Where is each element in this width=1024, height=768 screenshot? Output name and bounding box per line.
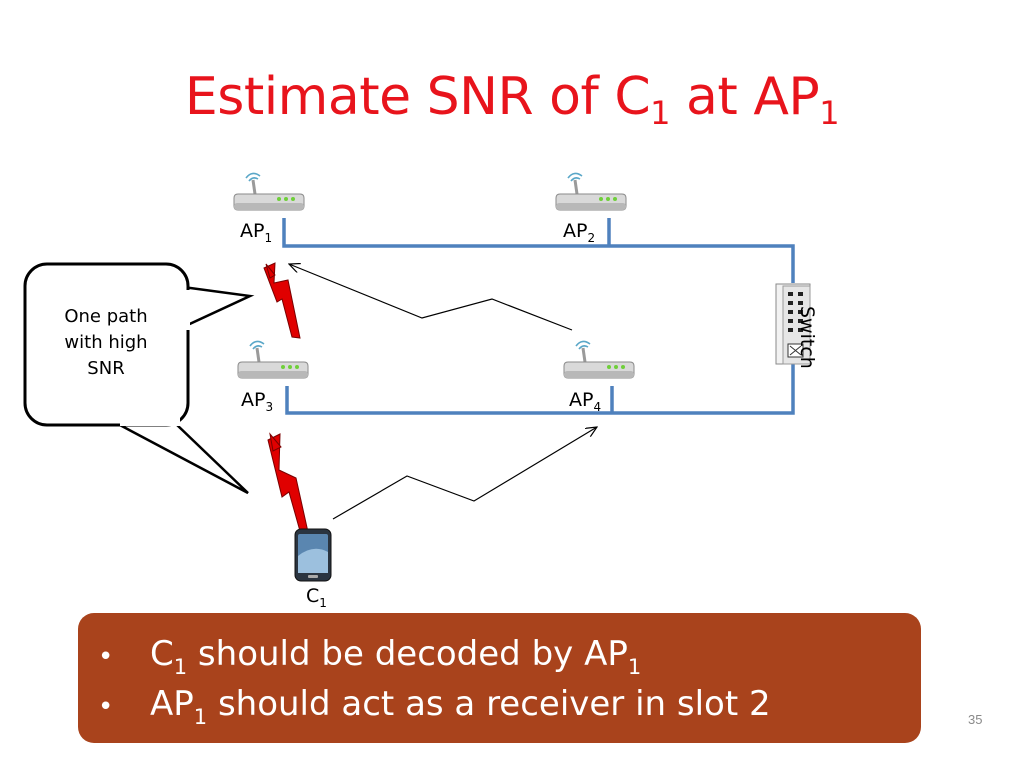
lightning-icon-to-ap3: [267, 432, 309, 533]
callout-text: One path with high SNR: [38, 304, 174, 382]
summary-box: • C1 should be decoded by AP1 • AP1 shou…: [78, 613, 921, 743]
lightning-icon-to-ap1: [263, 262, 301, 339]
slide-title: Estimate SNR of C1 at AP1: [184, 67, 840, 132]
ap4-label: AP4: [569, 389, 602, 414]
bullet-item: • AP1 should act as a receiver in slot 2: [98, 679, 921, 729]
client-label: C1: [306, 585, 327, 610]
ap2-label: AP2: [563, 220, 596, 245]
ap3-label: AP3: [241, 389, 274, 414]
page-number: 35: [968, 712, 983, 727]
bullet-icon: •: [98, 642, 114, 672]
router-icon-ap3: [236, 339, 310, 380]
callout-line: One path: [64, 306, 148, 327]
bullet-item: • C1 should be decoded by AP1: [98, 629, 921, 679]
bullet-text: C1 should be decoded by AP1: [150, 634, 642, 679]
switch-label: Switch: [796, 306, 818, 369]
callout-line: with high: [64, 332, 148, 353]
smartphone-icon: [294, 528, 332, 582]
network-switch-icon: [775, 283, 811, 365]
bullet-icon: •: [98, 692, 114, 722]
ap1-label: AP1: [240, 220, 273, 245]
callout-bubble: [23, 262, 255, 495]
router-icon-ap4: [562, 339, 636, 380]
path-c1-to-ap4: [332, 427, 597, 520]
router-icon-ap1: [232, 171, 306, 212]
wire-ap1-ap2-switch: [282, 218, 795, 283]
wire-ap3-ap4-switch: [285, 362, 795, 415]
path-ap4-to-ap1: [289, 264, 573, 331]
bullet-text: AP1 should act as a receiver in slot 2: [150, 684, 771, 729]
callout-line: SNR: [87, 358, 125, 379]
router-icon-ap2: [554, 171, 628, 212]
